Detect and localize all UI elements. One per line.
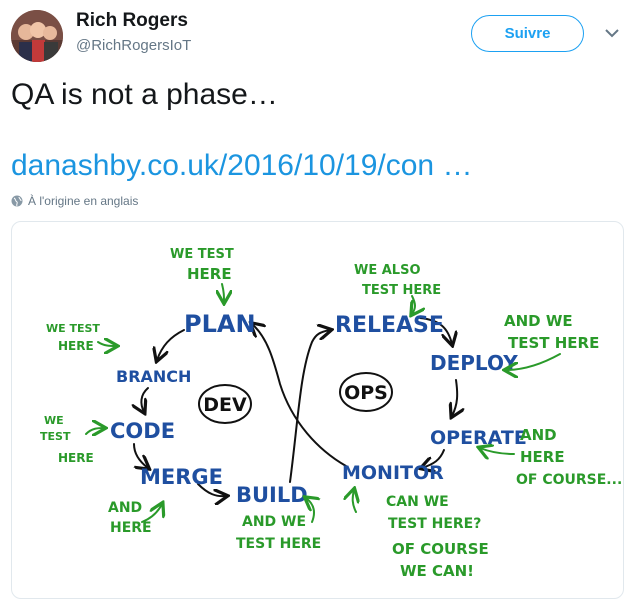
follow-button[interactable]: Suivre xyxy=(471,15,584,52)
phase-operate: OPERATE xyxy=(430,427,527,449)
chevron-down-icon[interactable] xyxy=(604,26,620,38)
phase-branch: BRANCH xyxy=(116,367,191,386)
author-name[interactable]: Rich Rogers xyxy=(76,10,188,31)
note-operate-2: HERE xyxy=(520,448,565,466)
phase-release: RELEASE xyxy=(335,313,444,338)
phase-monitor: MONITOR xyxy=(342,462,444,484)
note-code-3: HERE xyxy=(58,451,94,465)
profile-photo-icon xyxy=(11,10,63,62)
tweet-media-image[interactable]: DEV OPS PLAN BRANCH CODE MERGE BUILD REL… xyxy=(11,221,624,599)
tweet-text: QA is not a phase… xyxy=(11,78,278,111)
ops-label: OPS xyxy=(344,382,388,404)
arrow-code-merge xyxy=(133,443,148,468)
arrow-operate-monitor xyxy=(422,449,445,468)
globe-icon xyxy=(11,195,23,207)
note-code-1: WE xyxy=(44,414,64,427)
note-merge-1: AND xyxy=(108,500,142,516)
devops-infinity-diagram: DEV OPS PLAN BRANCH CODE MERGE BUILD REL… xyxy=(40,247,622,580)
note-monitor-4: WE CAN! xyxy=(400,562,474,580)
note-merge-2: HERE xyxy=(110,520,152,536)
phase-plan: PLAN xyxy=(184,310,256,338)
arrow-branch-code xyxy=(141,387,149,412)
phase-build: BUILD xyxy=(236,483,308,507)
phase-code: CODE xyxy=(110,419,175,443)
note-deploy-1: AND WE xyxy=(504,312,573,330)
arrow-plan-branch xyxy=(157,329,185,360)
note-code-2: TEST xyxy=(40,430,71,443)
translation-note-label: À l'origine en anglais xyxy=(28,194,139,208)
note-operate-1: AND xyxy=(520,426,557,444)
note-plan-2: HERE xyxy=(187,265,232,283)
avatar[interactable] xyxy=(11,10,63,62)
arrow-monitor-plan xyxy=(252,324,347,467)
author-handle[interactable]: @RichRogersIoT xyxy=(76,37,192,54)
note-monitor-1: CAN WE xyxy=(386,494,449,510)
note-monitor-2: TEST HERE? xyxy=(388,516,481,532)
translation-note: À l'origine en anglais xyxy=(11,194,138,208)
note-operate-3: OF COURSE... xyxy=(516,472,622,488)
note-build-1: AND WE xyxy=(242,514,306,530)
note-deploy-2: TEST HERE xyxy=(508,334,599,352)
arrow-merge-build xyxy=(197,483,226,496)
phase-merge: MERGE xyxy=(140,465,223,489)
note-branch-2: HERE xyxy=(58,339,94,353)
note-release-2: TEST HERE xyxy=(362,283,441,298)
tweet-link[interactable]: danashby.co.uk/2016/10/19/con … xyxy=(11,149,473,182)
arrow-release-deploy xyxy=(419,317,452,344)
arrow-build-release xyxy=(289,330,330,483)
dev-label: DEV xyxy=(203,394,247,416)
arrow-deploy-operate xyxy=(452,379,457,416)
note-release-1: WE ALSO xyxy=(354,263,421,278)
note-build-2: TEST HERE xyxy=(236,536,321,552)
phase-deploy: DEPLOY xyxy=(430,351,518,375)
note-monitor-3: OF COURSE xyxy=(392,540,489,558)
note-branch-1: WE TEST xyxy=(46,322,100,335)
note-plan-1: WE TEST xyxy=(170,247,234,262)
